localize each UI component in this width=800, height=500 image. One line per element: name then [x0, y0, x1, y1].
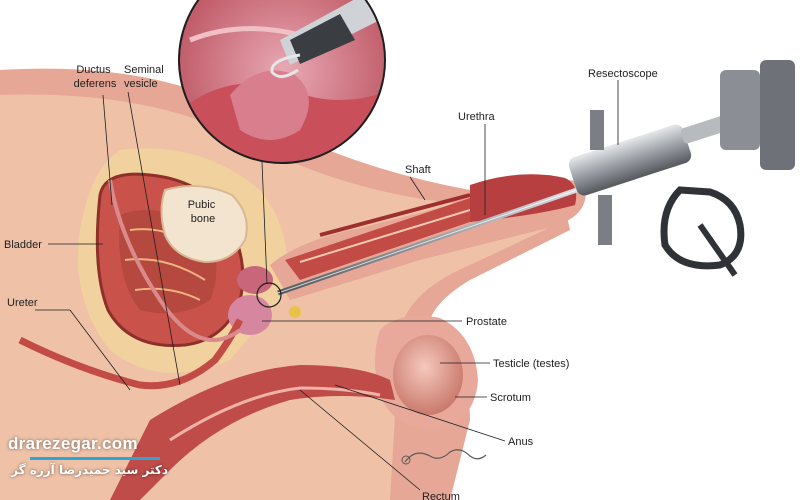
watermark: drarezegar.com دکتر سید حمیدرضا آرزه گر: [8, 434, 178, 477]
label-resectoscope: Resectoscope: [588, 68, 658, 80]
watermark-site: drarezegar.com: [8, 434, 138, 453]
label-rectum: Rectum: [422, 491, 460, 500]
label-prostate: Prostate: [466, 316, 507, 328]
label-seminal-vesicle: Seminal vesicle: [124, 64, 167, 90]
label-scrotum: Scrotum: [490, 392, 531, 404]
label-ductus-deferens: Ductus deferens: [74, 64, 117, 90]
watermark-bar: [30, 457, 160, 460]
label-ureter: Ureter: [7, 297, 38, 309]
pubic-bone-shape: [160, 185, 248, 264]
magnified-inset: [178, 0, 386, 285]
ducts: [18, 179, 244, 390]
label-urethra: Urethra: [458, 111, 496, 123]
label-testicle: Testicle (testes): [493, 358, 569, 370]
label-shaft: Shaft: [405, 164, 431, 176]
labels: Ductus deferens Seminal vesicle Resectos…: [4, 64, 658, 500]
artist-signature: [401, 449, 487, 465]
label-anus: Anus: [508, 436, 534, 448]
leader-lines: [35, 80, 619, 491]
watermark-name: دکتر سید حمیدرضا آرزه گر: [11, 463, 168, 477]
testicle-organ: [375, 315, 478, 431]
label-bladder: Bladder: [4, 239, 42, 251]
label-pubic-bone: Pubic bone: [188, 199, 219, 225]
resectoscope-instrument: [256, 60, 795, 308]
